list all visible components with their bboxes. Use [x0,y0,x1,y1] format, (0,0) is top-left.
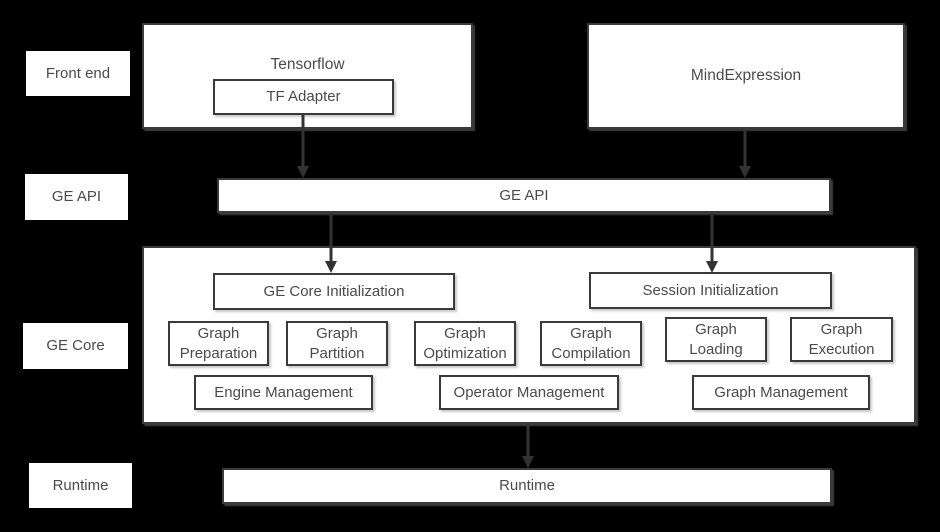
arrow-shaft [743,130,747,168]
engine-management-label: Engine Management [214,383,353,401]
runtime-bar-label: Runtime [499,477,555,494]
runtime-bar: Runtime [222,468,832,504]
graph-preparation-box: Graph Preparation [168,321,269,366]
graph-partition-box: Graph Partition [286,321,388,366]
arrow-head [706,261,718,273]
tf-adapter-label: TF Adapter [266,88,341,105]
arrow-shaft [526,424,530,458]
layer-label-front-end: Front end [26,51,130,96]
operator-management-box: Operator Management [439,375,619,410]
arrow-head [325,261,337,273]
mindexpression-box: MindExpression [587,23,905,129]
layer-label-ge-core: GE Core [23,323,128,369]
graph-management-label: Graph Management [714,383,848,401]
graph-partition-line2: Partition [309,344,365,362]
graph-compilation-line1: Graph [570,324,612,342]
arrow-head [522,456,534,468]
operator-management-label: Operator Management [453,383,605,401]
graph-loading-line2: Loading [689,340,743,358]
arrow-down-icon [706,213,718,273]
arrow-shaft [710,213,714,263]
arrow-down-icon [522,424,534,468]
graph-execution-line2: Execution [808,340,875,358]
arrow-down-icon [297,115,309,178]
graph-optimization-line1: Graph [444,324,486,342]
engine-management-box: Engine Management [194,375,373,410]
layer-label-ge-api: GE API [25,174,128,220]
ge-core-initialization-label: GE Core Initialization [263,282,405,300]
graph-execution-line1: Graph [820,320,863,338]
arrow-shaft [301,115,305,168]
arrow-head [739,166,751,178]
graph-optimization-line2: Optimization [423,344,507,362]
graph-loading-line1: Graph [695,320,737,338]
graph-compilation-box: Graph Compilation [540,321,642,366]
layer-label-runtime: Runtime [29,463,132,508]
graph-preparation-line1: Graph [197,324,240,342]
tensorflow-label: Tensorflow [270,56,345,73]
ge-api-bar: GE API [217,178,831,213]
arrow-head [297,166,309,178]
graph-optimization-box: Graph Optimization [414,321,516,366]
graph-execution-box: Graph Execution [790,317,893,362]
arrow-shaft [329,213,333,263]
session-initialization-box: Session Initialization [589,272,832,309]
session-initialization-label: Session Initialization [642,281,779,299]
graph-partition-line1: Graph [316,324,358,342]
graph-compilation-line2: Compilation [551,344,631,362]
arrow-down-icon [739,130,751,178]
ge-core-initialization-box: GE Core Initialization [213,273,455,310]
mindexpression-label: MindExpression [690,67,802,84]
graph-management-box: Graph Management [692,375,870,410]
arrow-down-icon [325,213,337,273]
graph-loading-box: Graph Loading [665,317,767,362]
ge-api-bar-label: GE API [499,186,549,204]
graph-preparation-line2: Preparation [179,344,258,362]
tf-adapter-box: TF Adapter [213,79,394,115]
